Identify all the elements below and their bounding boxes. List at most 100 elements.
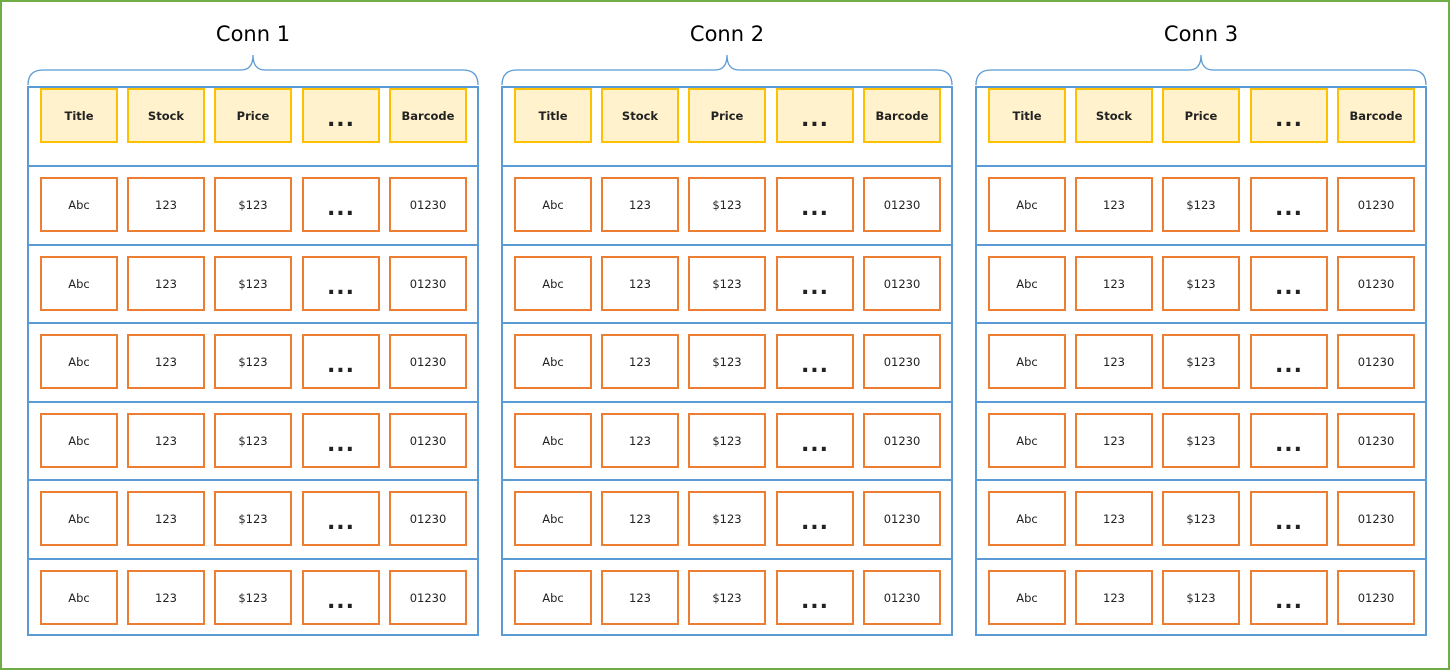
header-cell-barcode: Barcode — [389, 88, 467, 143]
cell-ellipsis: ... — [1250, 491, 1328, 546]
cell-title: Abc — [40, 334, 118, 389]
cell-price: $123 — [214, 256, 292, 311]
cell-barcode: 01230 — [389, 413, 467, 468]
cell-ellipsis: ... — [302, 334, 380, 389]
cell-title: Abc — [40, 570, 118, 625]
header-cell-title: Title — [514, 88, 592, 143]
cell-title: Abc — [40, 413, 118, 468]
cell-ellipsis: ... — [302, 256, 380, 311]
cell-barcode: 01230 — [389, 177, 467, 232]
data-row-1: Abc 123 $123 ... 01230 — [29, 165, 477, 243]
cell-title: Abc — [988, 491, 1066, 546]
cell-price: $123 — [688, 413, 766, 468]
cell-barcode: 01230 — [389, 570, 467, 625]
cell-price: $123 — [214, 491, 292, 546]
cell-title: Abc — [514, 491, 592, 546]
cell-price: $123 — [688, 570, 766, 625]
data-row-5: Abc 123 $123 ... 01230 — [503, 479, 951, 557]
data-row-6: Abc 123 $123 ... 01230 — [977, 558, 1425, 636]
cell-ellipsis: ... — [302, 570, 380, 625]
connection-group-1: Conn 1 Title Stock Price ... Barcode Abc… — [27, 2, 479, 672]
cell-title: Abc — [514, 256, 592, 311]
cell-ellipsis: ... — [776, 570, 854, 625]
cell-title: Abc — [988, 413, 1066, 468]
header-cell-stock: Stock — [601, 88, 679, 143]
cell-title: Abc — [40, 177, 118, 232]
cell-stock: 123 — [601, 334, 679, 389]
cell-barcode: 01230 — [1337, 570, 1415, 625]
header-cell-barcode: Barcode — [863, 88, 941, 143]
cell-barcode: 01230 — [863, 570, 941, 625]
cell-title: Abc — [514, 570, 592, 625]
cell-ellipsis: ... — [1250, 177, 1328, 232]
cell-barcode: 01230 — [863, 491, 941, 546]
cell-barcode: 01230 — [389, 491, 467, 546]
cell-ellipsis: ... — [1250, 570, 1328, 625]
cell-title: Abc — [40, 256, 118, 311]
cell-ellipsis: ... — [776, 334, 854, 389]
records-table: Title Stock Price ... Barcode Abc 123 $1… — [27, 86, 479, 636]
records-table: Title Stock Price ... Barcode Abc 123 $1… — [501, 86, 953, 636]
cell-title: Abc — [514, 177, 592, 232]
cell-ellipsis: ... — [776, 413, 854, 468]
connection-title: Conn 3 — [1163, 22, 1239, 46]
data-row-2: Abc 123 $123 ... 01230 — [977, 244, 1425, 322]
cell-price: $123 — [214, 570, 292, 625]
cell-stock: 123 — [127, 334, 205, 389]
cell-price: $123 — [214, 177, 292, 232]
data-row-1: Abc 123 $123 ... 01230 — [503, 165, 951, 243]
curly-brace — [27, 54, 479, 86]
cell-ellipsis: ... — [1250, 334, 1328, 389]
cell-stock: 123 — [127, 177, 205, 232]
cell-stock: 123 — [1075, 491, 1153, 546]
cell-ellipsis: ... — [776, 256, 854, 311]
header-cell-price: Price — [688, 88, 766, 143]
cell-barcode: 01230 — [1337, 177, 1415, 232]
cell-ellipsis: ... — [1250, 256, 1328, 311]
cell-barcode: 01230 — [389, 256, 467, 311]
cell-ellipsis: ... — [776, 491, 854, 546]
cell-stock: 123 — [601, 413, 679, 468]
cell-barcode: 01230 — [1337, 256, 1415, 311]
header-cell-stock: Stock — [1075, 88, 1153, 143]
cell-stock: 123 — [1075, 256, 1153, 311]
cell-ellipsis: ... — [302, 177, 380, 232]
cell-stock: 123 — [601, 256, 679, 311]
data-row-3: Abc 123 $123 ... 01230 — [977, 322, 1425, 400]
cell-barcode: 01230 — [389, 334, 467, 389]
header-cell-stock: Stock — [127, 88, 205, 143]
cell-title: Abc — [40, 491, 118, 546]
cell-barcode: 01230 — [1337, 413, 1415, 468]
cell-barcode: 01230 — [863, 177, 941, 232]
cell-stock: 123 — [1075, 570, 1153, 625]
connection-group-2: Conn 2 Title Stock Price ... Barcode Abc… — [501, 2, 953, 672]
cell-title: Abc — [988, 334, 1066, 389]
curly-brace — [975, 54, 1427, 86]
cell-stock: 123 — [1075, 413, 1153, 468]
records-table: Title Stock Price ... Barcode Abc 123 $1… — [975, 86, 1427, 636]
data-row-5: Abc 123 $123 ... 01230 — [977, 479, 1425, 557]
cell-title: Abc — [514, 413, 592, 468]
cell-ellipsis: ... — [302, 491, 380, 546]
curly-brace — [501, 54, 953, 86]
connection-title: Conn 1 — [215, 22, 291, 46]
cell-barcode: 01230 — [863, 413, 941, 468]
header-row: Title Stock Price ... Barcode — [977, 88, 1425, 166]
header-row: Title Stock Price ... Barcode — [29, 88, 477, 166]
data-row-5: Abc 123 $123 ... 01230 — [29, 479, 477, 557]
header-cell-ellipsis: ... — [1250, 88, 1328, 143]
connection-title: Conn 2 — [689, 22, 765, 46]
cell-title: Abc — [514, 334, 592, 389]
cell-price: $123 — [214, 413, 292, 468]
data-row-1: Abc 123 $123 ... 01230 — [977, 165, 1425, 243]
header-row: Title Stock Price ... Barcode — [503, 88, 951, 166]
data-row-4: Abc 123 $123 ... 01230 — [503, 401, 951, 479]
cell-barcode: 01230 — [1337, 334, 1415, 389]
header-cell-ellipsis: ... — [302, 88, 380, 143]
header-cell-price: Price — [1162, 88, 1240, 143]
cell-barcode: 01230 — [863, 334, 941, 389]
data-row-3: Abc 123 $123 ... 01230 — [503, 322, 951, 400]
connection-group-3: Conn 3 Title Stock Price ... Barcode Abc… — [975, 2, 1427, 672]
cell-price: $123 — [1162, 413, 1240, 468]
